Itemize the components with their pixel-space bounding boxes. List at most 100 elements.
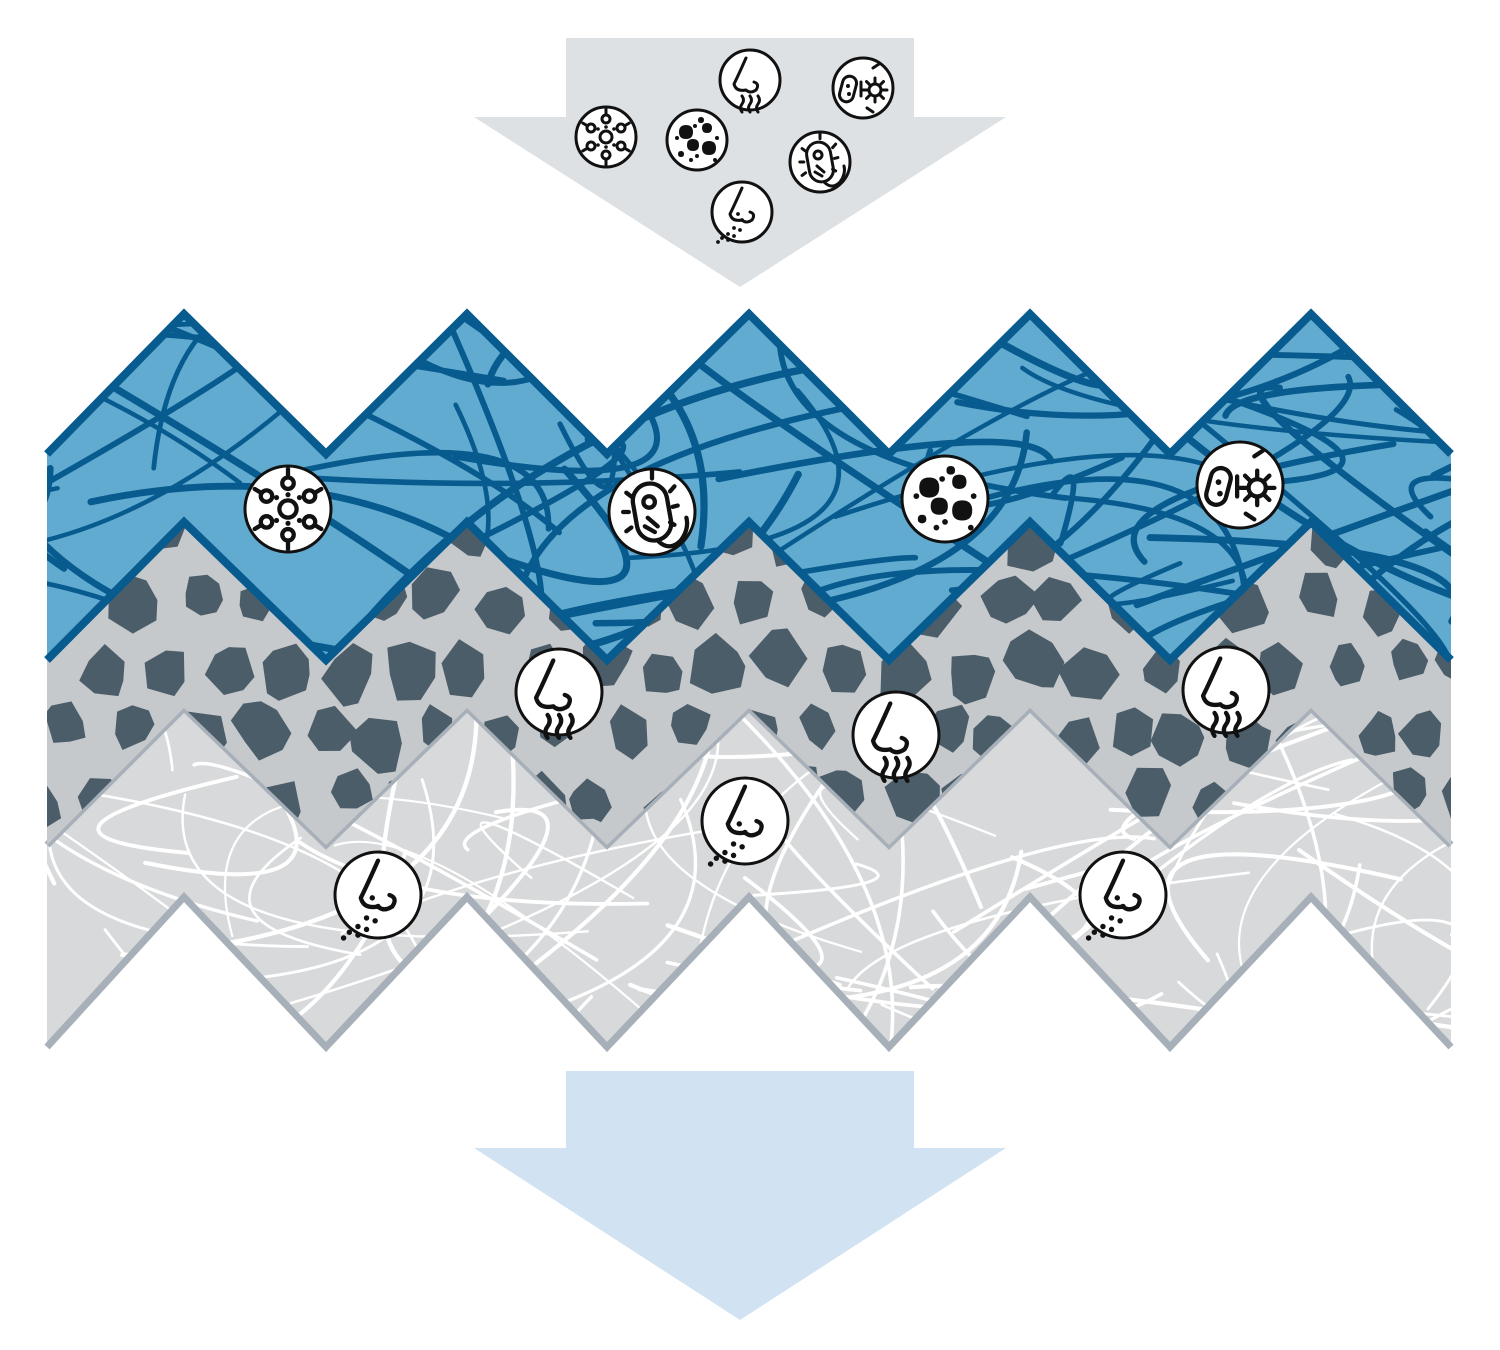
white-fiber-strand [47, 708, 51, 845]
carbon-granule [230, 701, 292, 761]
blue-fiber-strand [609, 314, 1039, 368]
virus-icon [574, 105, 638, 169]
carbon-granule [1125, 767, 1172, 817]
blue-fiber-strand [1050, 474, 1077, 547]
white-fiber-strand [96, 774, 239, 855]
carbon-granule [1358, 710, 1396, 756]
carbon-granule [307, 705, 359, 751]
carbon-granule [47, 701, 86, 743]
carbon-granule [1057, 647, 1120, 700]
carbon-granule [79, 644, 125, 697]
carbon-granule [1474, 714, 1500, 754]
odor-nose-icon [851, 690, 941, 784]
white-fiber-strand [69, 708, 174, 772]
carbon-granule [799, 703, 836, 751]
carbon-granule [204, 647, 255, 695]
fine-dust-nose-icon [700, 776, 790, 867]
carbon-granule [262, 643, 310, 701]
odor-nose-icon [718, 48, 782, 114]
white-fiber-strand [0, 826, 41, 946]
blue-fiber-strand [0, 482, 35, 593]
carbon-granule [1455, 506, 1498, 557]
carbon-granule [321, 643, 373, 707]
white-fiber-strand [712, 708, 895, 1047]
microbe-allergen-icon [831, 56, 895, 120]
white-fiber-strand [47, 776, 57, 886]
carbon-granule [951, 654, 996, 705]
virus-icon [243, 464, 333, 554]
carbon-granule [569, 778, 612, 823]
blue-fiber-strand [1496, 351, 1500, 540]
blue-fiber-strand [776, 334, 1069, 501]
white-fiber-strand [1334, 812, 1451, 1045]
bacteria-icon [607, 467, 697, 557]
white-fiber-strand [297, 840, 650, 906]
white-fiber-strand [1448, 777, 1451, 989]
white-fiber-strand [752, 862, 880, 897]
blue-fiber-strand [1130, 440, 1397, 565]
carbon-granule [185, 574, 223, 616]
odor-nose-icon [1181, 645, 1271, 739]
blue-fiber-strand [254, 449, 552, 532]
white-layer-bottom-edge [44, 891, 1454, 1053]
outlet-arrow [474, 1071, 1006, 1320]
white-fiber-strand [0, 746, 20, 799]
white-fiber-strand [1232, 708, 1451, 823]
carbon-granule [1397, 710, 1442, 758]
blue-fiber-strand [1312, 470, 1451, 636]
fine-dust-nose-icon [710, 180, 774, 244]
blue-fiber-strand [1133, 429, 1451, 609]
microbe-allergen-icon [1195, 440, 1285, 530]
fine-dust-nose-icon [1078, 850, 1168, 941]
carbon-granule [144, 650, 185, 697]
blue-fiber-strand [1222, 381, 1382, 419]
carbon-granule [1476, 562, 1500, 618]
carbon-granule [387, 641, 436, 701]
white-fiber-strand [0, 828, 24, 934]
carbon-granule [748, 628, 808, 688]
blue-fiber-strand [47, 364, 334, 556]
carbon-granule [1150, 713, 1205, 767]
carbon-granule [411, 567, 461, 620]
carbon-granule [115, 705, 155, 750]
carbon-granule [441, 639, 485, 698]
blue-fiber-strand [47, 451, 54, 527]
blue-fiber-strand [1256, 383, 1451, 640]
carbon-granule [822, 644, 867, 693]
white-fiber-strand [0, 966, 10, 1005]
blue-fiber-strand [1128, 387, 1451, 628]
fine-dust-nose-icon [333, 850, 423, 941]
white-fiber-strand [1449, 708, 1451, 937]
bacteria-icon [788, 130, 852, 194]
white-fiber-strand [0, 737, 4, 868]
carbon-granule [980, 575, 1041, 624]
white-fiber-strand [1296, 847, 1451, 1009]
carbon-granule [47, 782, 62, 835]
carbon-granule [1002, 629, 1065, 688]
white-fiber-strand [756, 835, 1156, 958]
blue-fiber-strand [1244, 314, 1451, 327]
odor-nose-icon [514, 647, 604, 741]
carbon-granule [1112, 707, 1154, 757]
blue-fiber-strand [625, 388, 841, 561]
blue-fiber-strand [1408, 475, 1451, 533]
carbon-granule [1329, 642, 1365, 687]
blue-fiber-strand [715, 438, 1055, 483]
carbon-granule [330, 768, 373, 809]
dust-particle-icon [665, 108, 729, 172]
white-fiber-strand [223, 795, 504, 938]
white-layer-fill [47, 708, 1451, 1047]
blue-fiber-strand [106, 314, 562, 536]
blue-fiber-strand [1428, 315, 1451, 446]
carbon-granule [689, 632, 746, 694]
white-fiber-strand [248, 836, 362, 957]
carbon-granule [609, 704, 648, 760]
carbon-granule [671, 704, 711, 745]
carbon-granule [1029, 577, 1083, 621]
carbon-granule [1391, 638, 1429, 681]
blue-layer-top-edge [44, 308, 1454, 460]
carbon-granule [642, 653, 683, 693]
carbon-granule [349, 717, 402, 774]
